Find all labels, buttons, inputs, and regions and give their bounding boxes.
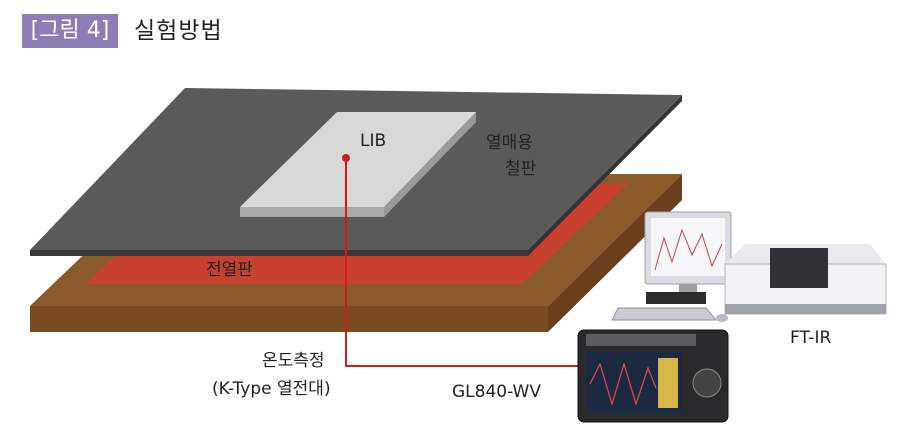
logger-channel-list [658, 358, 678, 408]
logger-terminal-strip [586, 334, 696, 346]
temperature-label-line2: (K-Type 열전대) [212, 379, 331, 399]
figure-number-tag: [그림 4] [22, 14, 118, 48]
pc-tower [646, 292, 706, 304]
thermocouple-wire [345, 158, 578, 367]
lib-cell-top [240, 112, 476, 207]
steel-plate-edge-side [528, 95, 682, 256]
logger-label: GL840-WV [452, 382, 541, 402]
lib-label: LIB [360, 131, 386, 151]
logger-dial [692, 368, 722, 398]
lib-cell-side [384, 112, 476, 217]
monitor-screen [651, 218, 725, 276]
wood-base-front [30, 306, 548, 332]
monitor-spectrum-line [654, 228, 723, 271]
gl840-logger [577, 329, 729, 423]
ftir-label: FT-IR [790, 328, 831, 348]
steel-plate-label-line2: 철판 [505, 159, 537, 179]
steel-plate-label-line1: 열매용 [486, 133, 533, 153]
spectrometer-base [725, 304, 886, 314]
temperature-label-line1: 온도측정 [262, 351, 325, 371]
keyboard [611, 307, 718, 321]
heater-label: 전열판 [206, 260, 253, 280]
lib-cell [240, 112, 476, 217]
spectrometer-panel [770, 248, 828, 288]
figure-title: 실험방법 [134, 18, 223, 44]
thermocouple-tip [342, 154, 350, 162]
monitor-stand [679, 284, 697, 292]
ftir-equipment [611, 211, 887, 322]
mouse [716, 314, 728, 322]
logger-waveform [589, 361, 657, 407]
lib-cell-front [240, 207, 384, 217]
steel-plate-edge-front [30, 250, 528, 256]
